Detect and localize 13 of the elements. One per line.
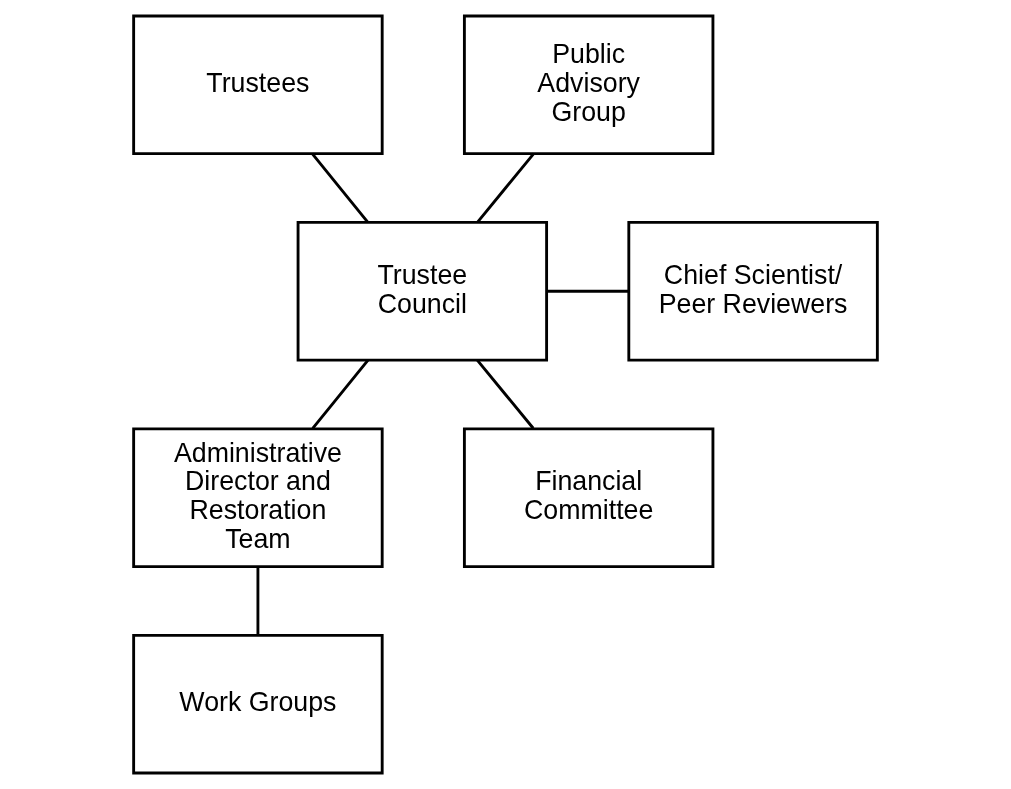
connector <box>476 359 535 430</box>
node-box: Administrative Director and Restoration Team <box>132 427 384 568</box>
node-box: Public Advisory Group <box>462 14 715 156</box>
connector <box>311 359 370 430</box>
node-box: Chief Scientist/ Peer Reviewers <box>627 221 879 362</box>
connector <box>256 566 260 635</box>
connector <box>311 152 369 223</box>
node-box: Work Groups <box>132 633 384 775</box>
node-box: Trustees <box>132 14 384 156</box>
node-box: Financial Committee <box>462 427 715 568</box>
connector <box>547 289 629 293</box>
node-box: Trustee Council <box>296 221 549 362</box>
connector <box>476 152 535 223</box>
